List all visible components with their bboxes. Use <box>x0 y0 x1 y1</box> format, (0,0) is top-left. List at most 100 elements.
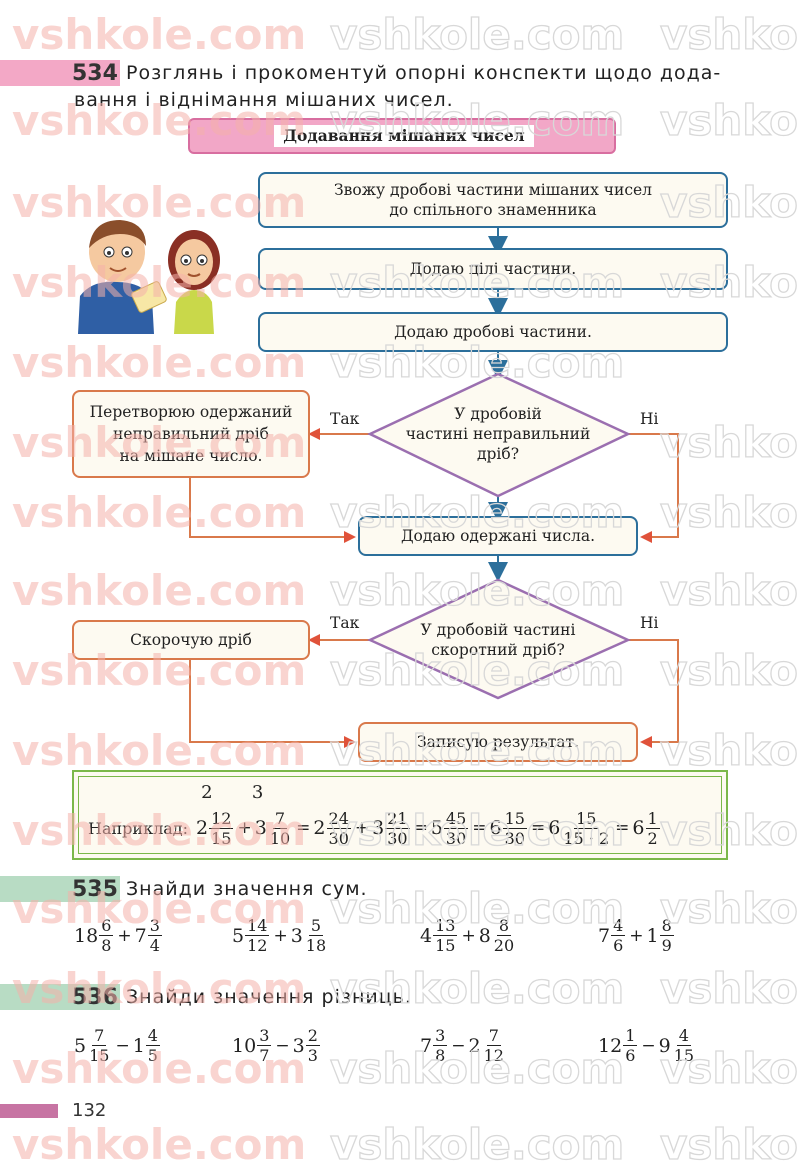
b-den: 3 <box>307 1046 318 1065</box>
a-whole: 12 <box>598 1034 623 1057</box>
operator: + <box>461 925 476 946</box>
b-num: 8 <box>496 916 512 936</box>
b-whole: 2 <box>468 1034 481 1057</box>
ex-r6-den: 2 <box>647 828 658 848</box>
convert-line3: на мішане число. <box>119 447 263 465</box>
b-num: 8 <box>659 916 674 936</box>
flowchart-title-box: Додавання мішаних чисел <box>188 118 616 154</box>
ex-m2-whole: 3 <box>254 817 267 839</box>
task-536-number: 536 <box>72 985 118 1010</box>
b-num: 4 <box>145 1026 160 1046</box>
b-num: 2 <box>305 1026 320 1046</box>
ex-plus: + <box>237 818 252 838</box>
a-num: 4 <box>611 916 626 936</box>
b-den: 9 <box>661 936 672 955</box>
task-535-number: 535 <box>72 877 118 902</box>
decision1-no-label: Ні <box>640 410 659 428</box>
b-whole: 3 <box>290 924 303 947</box>
ex-r2-whole: 3 <box>372 817 385 839</box>
a-whole: 5 <box>74 1034 87 1057</box>
task-535-band <box>0 876 120 902</box>
a-whole: 4 <box>420 924 433 947</box>
ex-eq-3: = <box>472 818 487 838</box>
example-box <box>72 770 728 860</box>
a-den: 15 <box>435 936 456 955</box>
ex-r3-den: 30 <box>445 828 467 848</box>
a-whole: 5 <box>232 924 245 947</box>
operator: + <box>117 925 132 946</box>
ex-r5-den-a: 15 <box>563 828 584 848</box>
a-den: 6 <box>625 1046 636 1065</box>
step1-line1: Звожу дробові частини мішаних чисел <box>333 181 653 199</box>
a-whole: 18 <box>74 924 99 947</box>
ex-r1-num: 24 <box>326 808 351 829</box>
flowchart-title: Додавання мішаних чисел <box>274 125 534 147</box>
a-den: 6 <box>613 936 624 955</box>
step3-text: Додаю дробові частини. <box>394 323 592 341</box>
convert-line1: Перетворюю одержаний <box>89 403 293 421</box>
ex-m1-multiplier: 2 <box>201 781 213 803</box>
step-add-results: Додаю одержані числа. <box>358 516 638 556</box>
ex-r6-whole: 6 <box>632 817 645 839</box>
b-den: 4 <box>149 936 160 955</box>
a-num: 13 <box>433 916 458 936</box>
operator: − <box>451 1035 466 1056</box>
step-add-wholes: Додаю цілі частини. <box>258 248 728 290</box>
task-535-text: Знайди значення сум. <box>126 878 368 900</box>
task-534-line1: Розглянь і прокоментуй опорні конспекти … <box>126 62 722 84</box>
kids-illustration <box>78 220 220 334</box>
decision1-yes-label: Так <box>330 410 360 428</box>
a-num: 7 <box>92 1026 107 1046</box>
ex-r5-den: 15 · 2 <box>561 829 611 848</box>
decision2-line2: скоротний дріб? <box>431 641 565 659</box>
a-num: 3 <box>257 1026 272 1046</box>
a-num: 1 <box>623 1026 638 1046</box>
task-536-text: Знайди значення різниць. <box>126 986 412 1008</box>
page-number-band <box>0 1104 58 1118</box>
ex-r2-num: 21 <box>385 808 410 829</box>
decision2-line1: У дробовій частині <box>420 621 576 639</box>
task-536-band <box>0 984 120 1010</box>
ex-r1-whole: 2 <box>313 817 326 839</box>
b-num: 7 <box>486 1026 501 1046</box>
ex-r5-whole: 6 <box>548 817 561 839</box>
result-text: Записую результат. <box>416 733 580 751</box>
b-den: 20 <box>493 936 515 955</box>
step-add-fractions: Додаю дробові частини. <box>258 312 728 352</box>
ex-m1-den: 15 <box>211 828 232 848</box>
task-534-number: 534 <box>72 61 118 86</box>
operator: − <box>115 1035 130 1056</box>
reduce-text: Скорочую дріб <box>130 631 252 649</box>
ex-m2-num: 7 <box>272 808 288 829</box>
ex-r1-den: 30 <box>328 828 349 848</box>
decision1-line1: У дробовій <box>454 405 542 423</box>
ex-m2-multiplier: 3 <box>251 781 264 803</box>
b-den: 5 <box>147 1046 158 1065</box>
a-den: 7 <box>259 1046 270 1065</box>
decision2-text: У дробовій частині скоротний дріб? <box>388 620 608 660</box>
a-den: 8 <box>435 1046 446 1065</box>
task-534-band <box>0 60 120 86</box>
b-whole: 9 <box>658 1034 671 1057</box>
